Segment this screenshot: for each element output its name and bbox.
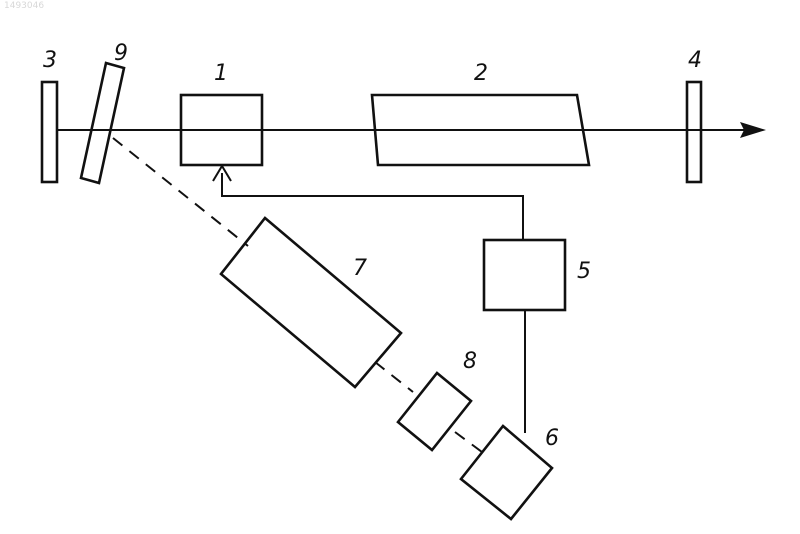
beam-7-to-8 xyxy=(375,362,413,392)
label-6: 6 xyxy=(545,426,559,451)
label-2: 2 xyxy=(474,61,488,86)
optical-axis xyxy=(58,122,766,138)
label-7: 7 xyxy=(353,256,367,281)
element-5-box xyxy=(484,240,565,310)
label-8: 8 xyxy=(463,349,477,374)
element-9-beam-splitter xyxy=(81,63,124,183)
label-4: 4 xyxy=(688,48,702,73)
element-7-box xyxy=(221,218,401,387)
element-6-detector xyxy=(461,426,552,519)
label-1: 1 xyxy=(214,61,228,86)
watermark-text: 1493046 xyxy=(4,1,44,11)
element-4-output-mirror xyxy=(687,82,701,182)
element-8-box xyxy=(398,373,471,450)
label-3: 3 xyxy=(43,48,57,73)
label-5: 5 xyxy=(577,259,591,284)
feedback-line xyxy=(213,166,523,240)
label-9: 9 xyxy=(114,41,128,66)
element-3-mirror xyxy=(42,82,57,182)
beam-8-to-6 xyxy=(455,432,482,452)
